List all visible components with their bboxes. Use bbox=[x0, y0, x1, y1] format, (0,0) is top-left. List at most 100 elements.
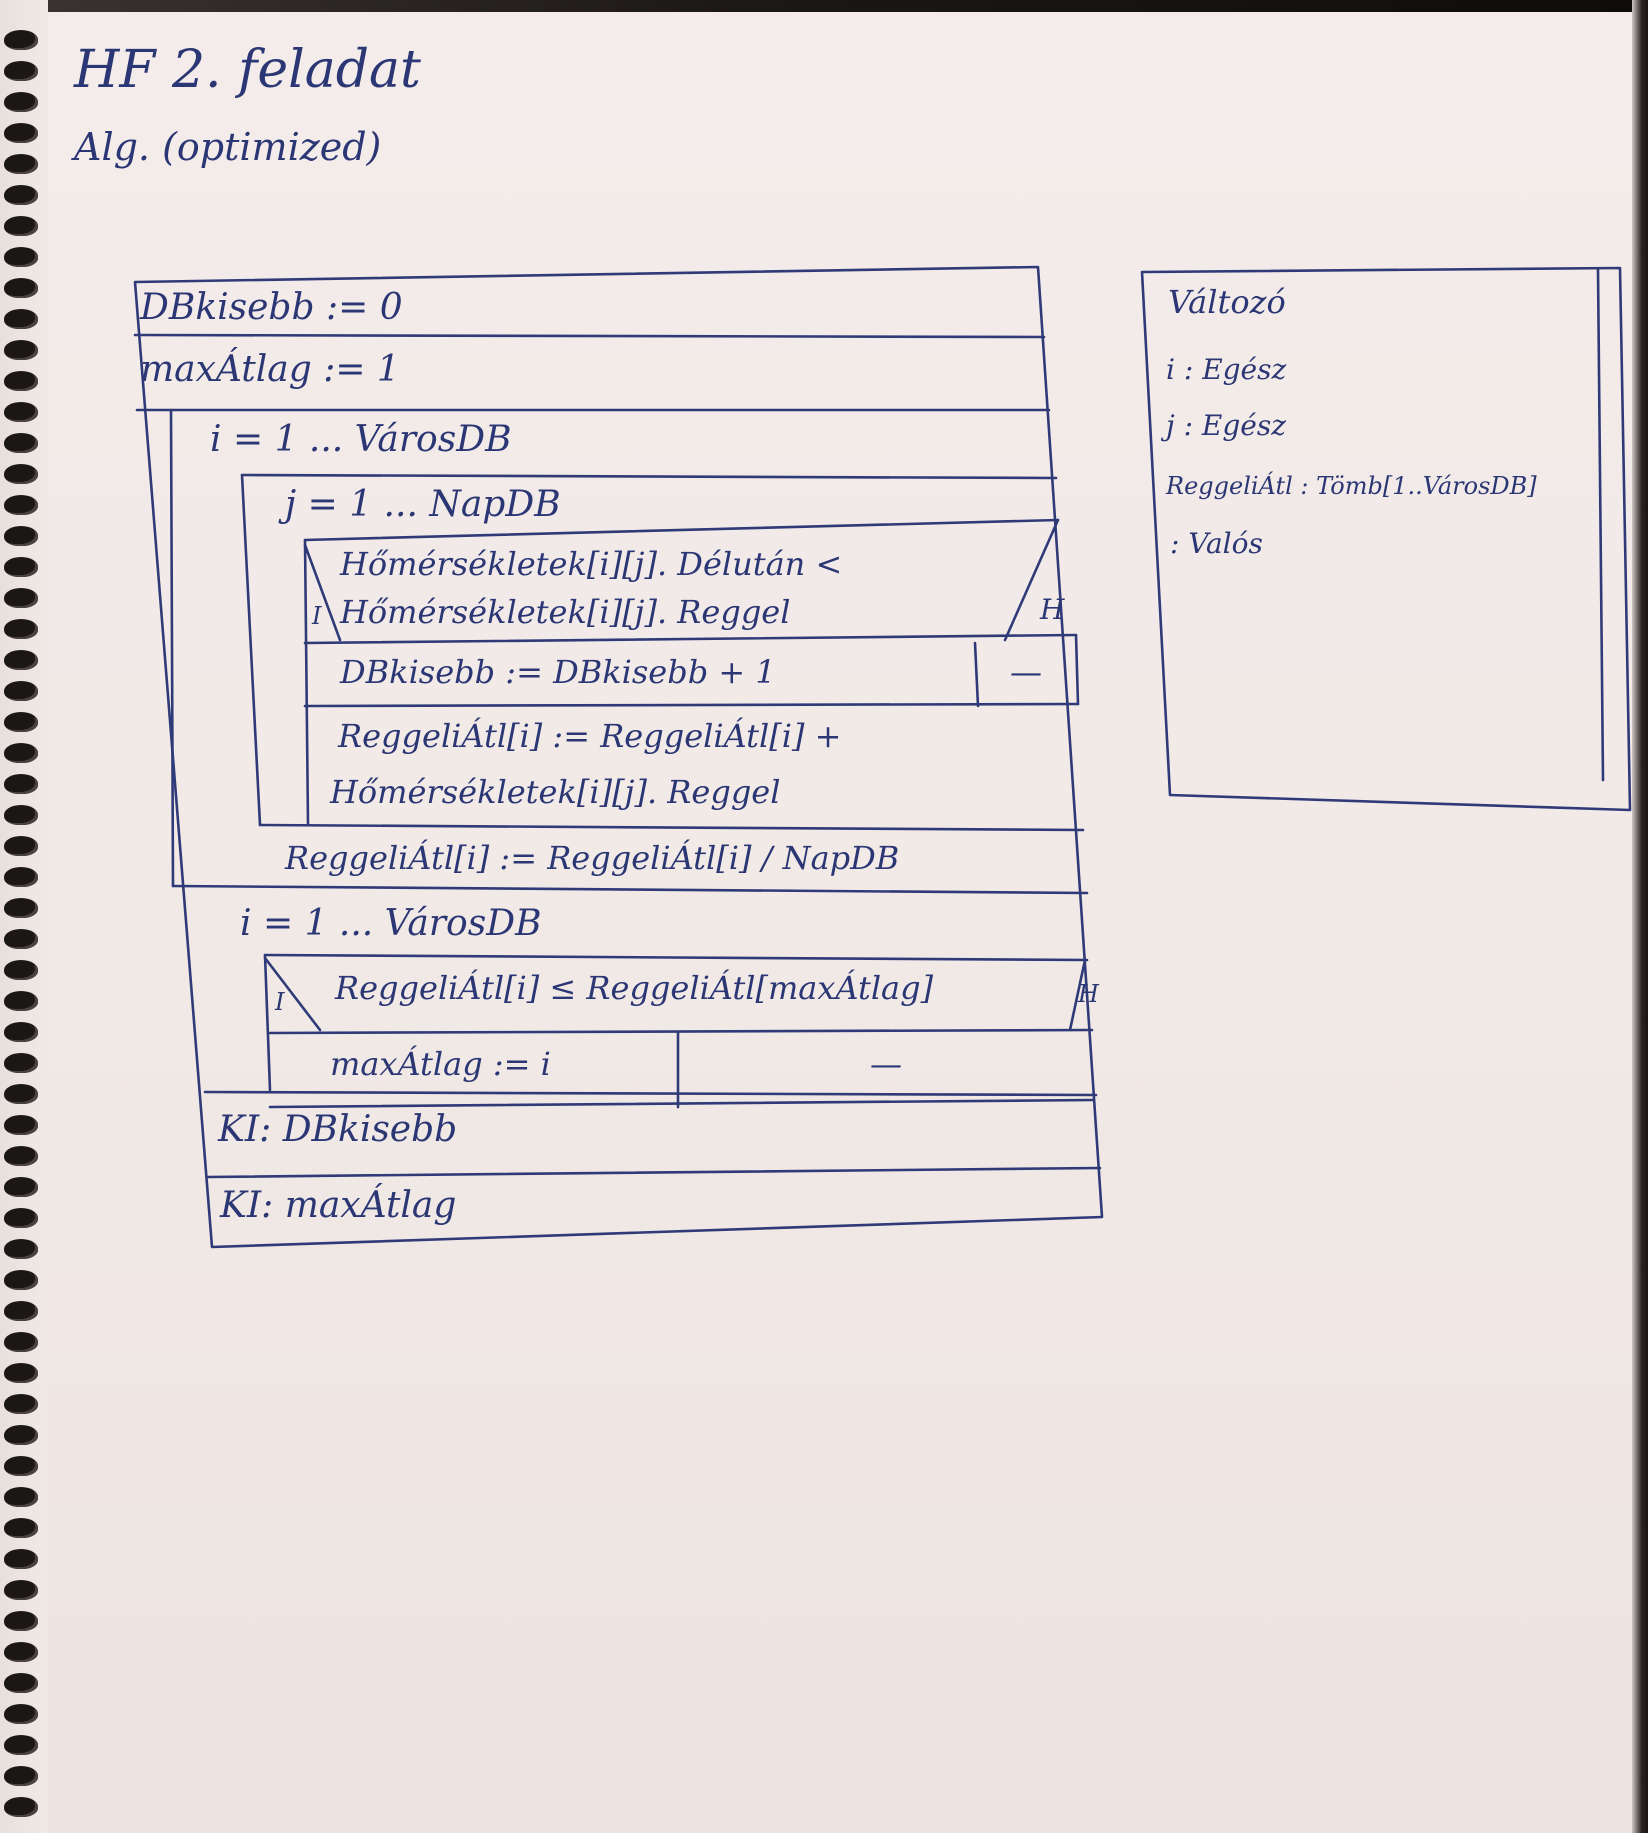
binding-ring bbox=[4, 1208, 38, 1228]
binding-ring bbox=[4, 929, 38, 949]
binding-ring bbox=[4, 1177, 38, 1197]
binding-ring bbox=[4, 1704, 38, 1724]
out-top bbox=[203, 1090, 1098, 1097]
binding-ring bbox=[4, 1270, 38, 1290]
binding-ring bbox=[4, 371, 38, 391]
output-dbkisebb: KI: DBkisebb bbox=[218, 1109, 458, 1150]
cond1-bottom bbox=[303, 633, 1078, 645]
struktogram-outer-border bbox=[133, 265, 1104, 1249]
binding-ring bbox=[4, 1518, 38, 1538]
sum-line1: ReggeliÁtl[i] := ReggeliÁtl[i] + bbox=[338, 717, 842, 755]
binding-ring bbox=[4, 1797, 38, 1817]
variable-j: j : Egész bbox=[1166, 409, 1286, 442]
loop2-top bbox=[240, 473, 1058, 480]
cond2-branch-bottom bbox=[268, 1098, 1096, 1109]
cond2-else: — bbox=[870, 1045, 902, 1083]
binding-ring bbox=[4, 433, 38, 453]
variable-reggeliatl-type: : Valós bbox=[1170, 527, 1263, 560]
cond1-right-edge bbox=[1074, 633, 1080, 706]
binding-ring bbox=[4, 247, 38, 267]
binding-ring bbox=[4, 1301, 38, 1321]
loop3-indent-line bbox=[263, 953, 272, 1092]
cond2-diag-left bbox=[263, 956, 322, 1032]
sum-line2: Hőmérsékletek[i][j]. Reggel bbox=[330, 773, 781, 811]
separator-init-1 bbox=[133, 333, 1046, 339]
page-right-edge bbox=[1632, 0, 1648, 1833]
loop1-indent-line bbox=[169, 408, 175, 888]
binding-ring bbox=[4, 991, 38, 1011]
binding-ring bbox=[4, 619, 38, 639]
binding-ring bbox=[4, 340, 38, 360]
binding-ring bbox=[4, 1549, 38, 1569]
binding-ring bbox=[4, 123, 38, 143]
binding-ring bbox=[4, 557, 38, 577]
loop2-body-left bbox=[303, 538, 310, 827]
avg-bottom bbox=[171, 884, 1089, 895]
binding-ring bbox=[4, 588, 38, 608]
cond2-text: ReggeliÁtl[i] ≤ ReggeliÁtl[maxÁtlag] bbox=[335, 969, 934, 1007]
init-maxatlag: maxÁtlag := 1 bbox=[140, 349, 400, 390]
binding-ring bbox=[4, 712, 38, 732]
loop3-header: i = 1 ... VárosDB bbox=[240, 903, 542, 944]
cond1-then: DBkisebb := DBkisebb + 1 bbox=[340, 653, 776, 691]
binding-ring bbox=[4, 1580, 38, 1600]
binding-ring bbox=[4, 1363, 38, 1383]
binding-ring bbox=[4, 898, 38, 918]
binding-ring bbox=[4, 1425, 38, 1445]
spiral-binding bbox=[0, 0, 48, 1833]
binding-ring bbox=[4, 185, 38, 205]
binding-ring bbox=[4, 743, 38, 763]
binding-ring bbox=[4, 1766, 38, 1786]
cond1-true-label: I bbox=[312, 602, 322, 630]
binding-ring bbox=[4, 526, 38, 546]
out-separator bbox=[205, 1166, 1102, 1179]
loop2-indent-line bbox=[240, 473, 262, 827]
binding-ring bbox=[4, 30, 38, 50]
binding-ring bbox=[4, 1146, 38, 1166]
loop2-header: j = 1 ... NapDB bbox=[285, 484, 561, 525]
cond1-split bbox=[973, 641, 980, 708]
cond2-false-label: H bbox=[1078, 980, 1099, 1008]
cond1-line1: Hőmérsékletek[i][j]. Délután < bbox=[340, 545, 843, 583]
binding-ring bbox=[4, 61, 38, 81]
binding-ring bbox=[4, 774, 38, 794]
binding-ring bbox=[4, 1456, 38, 1476]
cond1-false-label: H bbox=[1040, 593, 1065, 626]
cond2-true-label: I bbox=[275, 988, 285, 1016]
variable-i: i : Egész bbox=[1166, 353, 1287, 386]
binding-ring bbox=[4, 1611, 38, 1631]
binding-ring bbox=[4, 836, 38, 856]
binding-ring bbox=[4, 1332, 38, 1352]
variables-box-border bbox=[1140, 266, 1632, 812]
page-subtitle: Alg. (optimized) bbox=[74, 125, 382, 169]
binding-ring bbox=[4, 154, 38, 174]
variable-reggeliatl: ReggeliÁtl : Tömb[1..VárosDB] bbox=[1166, 472, 1537, 500]
binding-ring bbox=[4, 309, 38, 329]
sum-bottom bbox=[258, 823, 1085, 832]
binding-ring bbox=[4, 650, 38, 670]
cond1-branch-bottom bbox=[303, 702, 1080, 708]
binding-ring bbox=[4, 495, 38, 515]
output-maxatlag: KI: maxÁtlag bbox=[220, 1185, 457, 1226]
loop3-top bbox=[263, 953, 1089, 962]
binding-ring bbox=[4, 681, 38, 701]
loop1-header: i = 1 ... VárosDB bbox=[210, 419, 512, 460]
avg-statement: ReggeliÁtl[i] := ReggeliÁtl[i] / NapDB bbox=[285, 839, 900, 877]
init-dbkisebb: DBkisebb := 0 bbox=[140, 287, 403, 328]
binding-ring bbox=[4, 402, 38, 422]
binding-ring bbox=[4, 92, 38, 112]
cond2-then: maxÁtlag := i bbox=[330, 1045, 551, 1083]
binding-ring bbox=[4, 1394, 38, 1414]
binding-ring bbox=[4, 805, 38, 825]
cond1-line2: Hőmérsékletek[i][j]. Reggel bbox=[340, 593, 791, 631]
cond1-diag-right bbox=[1003, 518, 1060, 642]
binding-ring bbox=[4, 1115, 38, 1135]
cond2-bottom bbox=[268, 1028, 1094, 1035]
cond1-else: — bbox=[1010, 653, 1042, 691]
binding-ring bbox=[4, 278, 38, 298]
binding-ring bbox=[4, 1673, 38, 1693]
binding-ring bbox=[4, 1239, 38, 1259]
page-title: HF 2. feladat bbox=[74, 40, 421, 100]
loop2-body-top bbox=[303, 518, 1060, 542]
